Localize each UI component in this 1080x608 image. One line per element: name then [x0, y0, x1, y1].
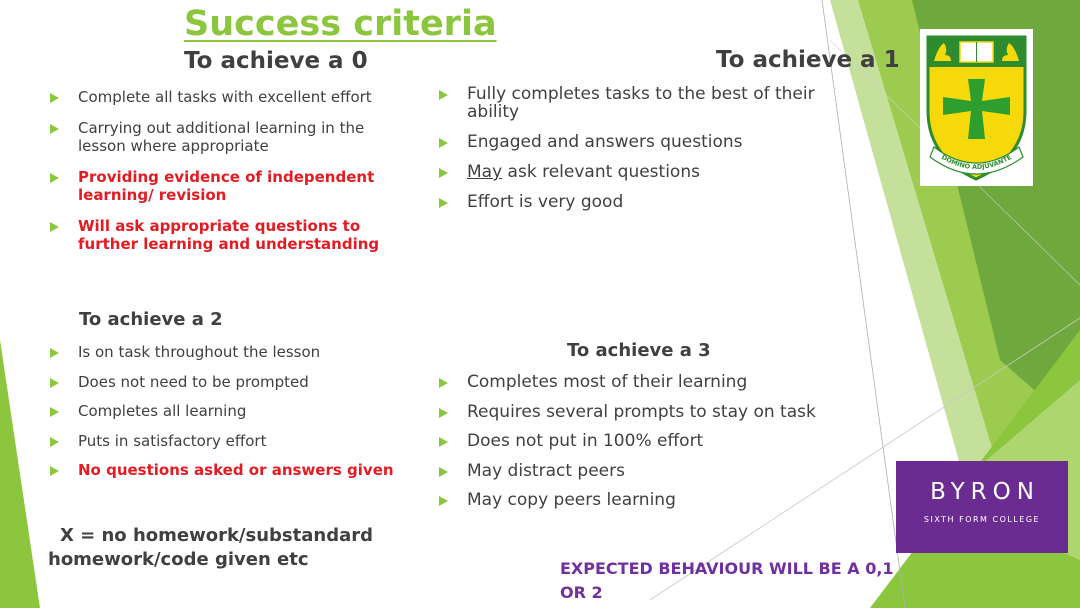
bullet-arrow-icon [50, 222, 59, 232]
bullet-arrow-icon [50, 173, 59, 183]
criteria-list-1: Fully completes tasks to the best of the… [437, 85, 857, 223]
list-item: No questions asked or answers given [48, 461, 408, 479]
bullet-arrow-icon [50, 348, 59, 358]
expected-behaviour-note: EXPECTED BEHAVIOUR WILL BE A 0,1 OR 2 [560, 559, 894, 602]
bullet-arrow-icon [439, 138, 448, 148]
criteria-list-0: Complete all tasks with excellent effort… [48, 88, 388, 266]
list-item: Carrying out additional learning in the … [48, 119, 388, 155]
heading-achieve-1: To achieve a 1 [716, 47, 900, 73]
bullet-arrow-icon [50, 407, 59, 417]
list-item: Requires several prompts to stay on task [437, 403, 857, 421]
logo-subtitle: SIXTH FORM COLLEGE [923, 515, 1041, 524]
bullet-arrow-icon [50, 466, 59, 476]
note-line-2: homework/code given etc [48, 549, 309, 570]
list-item: Puts in satisfactory effort [48, 432, 408, 450]
bullet-arrow-icon [439, 168, 448, 178]
underlined-word: May [467, 162, 503, 182]
bullet-arrow-icon [439, 437, 448, 447]
bullet-arrow-icon [439, 496, 448, 506]
list-item: May distract peers [437, 462, 857, 480]
logo-brand: BYRON [930, 479, 1040, 505]
bullet-arrow-icon [439, 466, 448, 477]
note-line-1: X = no homework/substandard [60, 525, 373, 546]
list-item: Effort is very good [437, 193, 857, 211]
list-item: Complete all tasks with excellent effort [48, 88, 388, 106]
list-item: Completes all learning [48, 402, 408, 420]
heading-achieve-3: To achieve a 3 [567, 340, 711, 361]
school-crest-logo: DOMINO ADJUVANTE [920, 29, 1033, 186]
bullet-arrow-icon [50, 124, 59, 134]
list-item: Completes most of their learning [437, 373, 857, 391]
slide-title: Success criteria [184, 4, 497, 44]
bullet-arrow-icon [439, 90, 448, 100]
criteria-list-2: Is on task throughout the lesson Does no… [48, 343, 408, 491]
bullet-arrow-icon [50, 93, 59, 103]
list-item: Does not put in 100% effort [437, 432, 857, 450]
list-item: Fully completes tasks to the best of the… [437, 85, 857, 121]
bullet-arrow-icon [439, 198, 448, 208]
list-item: May copy peers learning [437, 491, 857, 509]
homework-note: X = no homework/substandard homework/cod… [48, 524, 373, 572]
bullet-arrow-icon [439, 407, 448, 418]
bullet-arrow-icon [50, 377, 59, 388]
criteria-list-3: Completes most of their learning Require… [437, 373, 857, 521]
list-item: Is on task throughout the lesson [48, 343, 408, 361]
list-item: May ask relevant questions [437, 163, 857, 181]
list-item: Does not need to be prompted [48, 373, 408, 391]
bullet-arrow-icon [439, 378, 448, 388]
list-item: Engaged and answers questions [437, 133, 857, 151]
shield-icon: DOMINO ADJUVANTE [926, 35, 1027, 181]
heading-achieve-2: To achieve a 2 [79, 309, 223, 330]
heading-achieve-0: To achieve a 0 [184, 48, 368, 74]
bullet-arrow-icon [50, 436, 59, 447]
list-item: Will ask appropriate questions to furthe… [48, 217, 388, 253]
list-item: Providing evidence of independent learni… [48, 168, 388, 204]
byron-college-logo: BYRON SIXTH FORM COLLEGE [896, 461, 1068, 553]
